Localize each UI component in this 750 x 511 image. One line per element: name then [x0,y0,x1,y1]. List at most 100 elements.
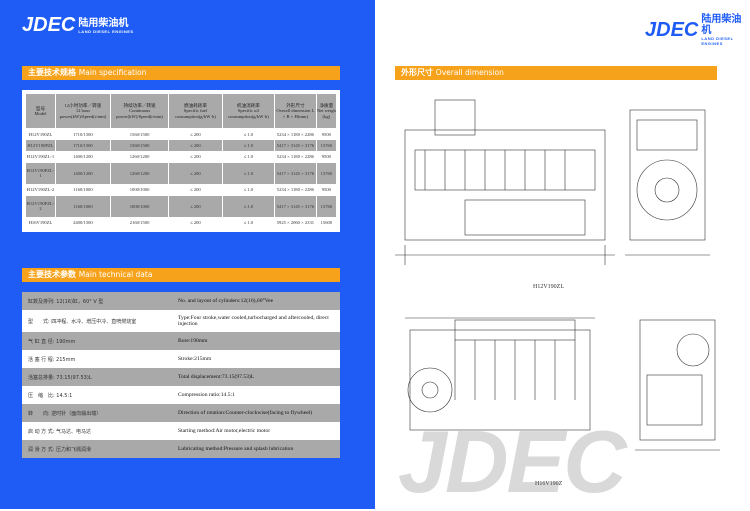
spec-cell: 9500 [321,154,331,160]
spec-cell: ≤ 200 [190,154,201,160]
spec-cell: 13760 [316,140,336,151]
tech-cn: 活塞总排量: 73.15(97.53)L [28,374,92,381]
spec-cell: H12V190ZL [28,131,53,137]
tech-cn: 气 缸 直 径: 190mm [28,338,76,345]
spec-cell: 1000/1000 [129,187,150,193]
spec-cell: 1160/1000 [55,195,110,217]
spec-cell: 2160/1500 [129,220,150,226]
spec-cell: 1260/1200 [129,154,150,160]
caption-h16v190z: H16V190Z [535,481,563,487]
spec-cell: ≤ 200 [169,163,222,184]
spec-cell: 2400/1500 [73,220,93,226]
engine-drawings [395,99,720,451]
tech-cn: 启 动 方 式: 气马达、电马达 [28,428,92,435]
tech-cn: 润 滑 方 式: 压力和飞溅润滑 [28,446,92,453]
tech-en: Lubricating method:Pressure and splash l… [178,446,294,452]
spec-cell: 5234 × 1180 × 2286 [276,154,314,160]
tech-data-header: 主要技术参数 Main technical data [22,268,340,282]
tech-en: Compression ratio:14.5:1 [178,392,235,398]
spec-cell: 13760 [316,163,336,184]
dimension-header: 外形尺寸 Overall dimension [395,66,717,80]
tech-cn: 缸数及排列: 12(16)缸，60° V 型 [28,298,104,305]
spec-cell: 1260/1200 [110,163,169,184]
spec-cell: 1560/1500 [110,140,169,151]
spec-cell: 13760 [316,195,336,217]
spec-cell: 5417 × 3145 × 3176 [275,140,316,151]
spec-cell: ≤ 1.0 [243,131,254,137]
tech-row: 转 向: 逆时针（面向输出端）Direction of rotation:Cou… [22,404,340,422]
h12-end-view-drawing [625,109,710,256]
tech-cn: 型 式: 四冲程、水冷、增压中冷、直喷燃烧室 [28,318,137,325]
tech-data-table: 缸数及排列: 12(16)缸，60° V 型 No. and layout of … [22,292,340,458]
spec-cell: 5417 × 3145 × 3176 [275,163,316,184]
tech-cn: 活 塞 行 程: 215mm [28,356,76,363]
spec-cell: ≤ 200 [190,220,201,226]
spec-cell: 9500 [321,187,331,193]
spec-cell: H16V190ZL [28,220,53,226]
spec-cell: H12V190ZL-2 [26,187,55,193]
spec-cell: ≤ 1.0 [222,140,275,151]
spec-cell: 5234 × 1180 × 2286 [276,131,314,137]
spec-cell: H12V190PZL-1 [26,163,55,184]
tech-en: No. and layout of cylinders:12(16),60°Ve… [178,298,274,304]
logo-text: JDEC [22,14,76,36]
spec-cell: 9500 [321,131,331,137]
spec-cell: ≤ 1.0 [222,195,275,217]
spec-cell: 5234 × 1180 × 2286 [276,187,314,193]
spec-cell: 5417 × 3145 × 3176 [275,195,316,217]
spec-row: H12V190ZL-2 1160/1000 1000/1000 ≤ 200 ≤ 1.0 5… [26,185,336,195]
spec-cell: ≤ 1.0 [243,220,254,226]
spec-cell: ≤ 200 [169,140,222,151]
main-spec-header: 主要技术规格 Main specification [22,66,340,80]
tech-row: 活塞总排量: 73.15(97.53)L Total displacement:7… [22,368,340,386]
spec-cell: H12V190ZL-1 [26,154,55,160]
spec-cell: 1000/1000 [110,195,169,217]
spec-cell: ≤ 1.0 [243,154,254,160]
spec-cell: 1400/1200 [73,154,93,160]
spec-cell: 1160/1000 [73,187,93,193]
spec-cell: ≤ 200 [190,187,201,193]
h12-side-view-drawing [395,99,615,265]
tech-en: Direction of rotation:Counter-clockwise(… [178,410,313,416]
tech-cn: 压 缩 比: 14.5:1 [28,392,73,399]
tech-row: 润 滑 方 式: 压力和飞溅润滑 Lubricating method:Press… [22,440,340,458]
spec-row: H12V190ZL-1 1400/1200 1260/1200 ≤ 200 ≤ 1.0 5… [26,152,336,162]
tech-row: 压 缩 比: 14.5:1 Compression ratio:14.5:1 [22,386,340,404]
tech-en: Total displacement:73.15(97.53)L [178,374,255,380]
jdec-watermark: JDEC [398,412,627,511]
logo-name-en: LAND DIESEL ENGINES [78,28,134,34]
tech-row: 缸数及排列: 12(16)缸，60° V 型 No. and layout of … [22,292,340,310]
spec-cell: 1710/1500 [55,140,110,151]
spec-cell: 1400/1200 [55,163,110,184]
spec-cell: ≤ 1.0 [243,187,254,193]
caption-h12v190zl: H12V190ZL [533,284,564,290]
spec-cell: 15600 [320,220,333,226]
h16-side-view-drawing [405,317,595,431]
spec-cell: 1710/1500 [73,131,93,137]
spec-cell: ≤ 200 [169,195,222,217]
spec-cell: H12V190PZL [26,140,55,151]
spec-cell: ≤ 1.0 [222,163,275,184]
spec-cell: ≤ 200 [190,131,201,137]
